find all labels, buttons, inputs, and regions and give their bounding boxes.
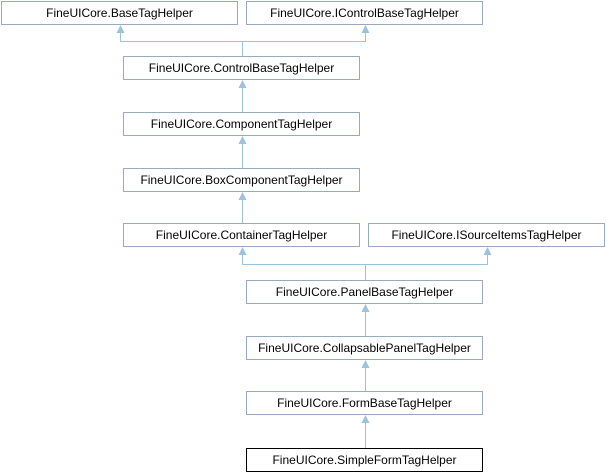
arrowhead-simpleform-0 (361, 415, 370, 423)
node-form-base-tag-helper[interactable]: FineUICore.FormBaseTagHelper (246, 391, 483, 415)
arrowhead-boxcomponent-0 (238, 136, 247, 144)
arrowhead-controlbase-1 (361, 25, 370, 33)
arrowhead-panelbase-0 (238, 247, 247, 255)
edge-panelbase (242, 253, 488, 280)
arrowhead-panelbase-1 (483, 247, 492, 255)
arrowhead-component-0 (238, 80, 247, 88)
node-box-component-tag-helper[interactable]: FineUICore.BoxComponentTagHelper (123, 168, 360, 192)
arrowhead-formbase-0 (361, 360, 370, 368)
arrowhead-container-0 (238, 192, 247, 200)
node-component-tag-helper[interactable]: FineUICore.ComponentTagHelper (123, 112, 360, 136)
node-base-tag-helper[interactable]: FineUICore.BaseTagHelper (1, 1, 238, 25)
node-panel-base-tag-helper[interactable]: FineUICore.PanelBaseTagHelper (246, 280, 483, 304)
arrowhead-controlbase-0 (116, 25, 125, 33)
node-isource-items-tag-helper[interactable]: FineUICore.ISourceItemsTagHelper (368, 223, 605, 247)
edge-controlbase (120, 31, 366, 56)
arrowhead-collapsable-0 (361, 304, 370, 312)
node-collapsable-panel-tag-helper[interactable]: FineUICore.CollapsablePanelTagHelper (246, 336, 483, 360)
node-icontrol-base-tag-helper[interactable]: FineUICore.IControlBaseTagHelper (246, 1, 483, 25)
node-container-tag-helper[interactable]: FineUICore.ContainerTagHelper (123, 223, 360, 247)
node-control-base-tag-helper[interactable]: FineUICore.ControlBaseTagHelper (123, 56, 360, 80)
node-simple-form-tag-helper: FineUICore.SimpleFormTagHelper (246, 448, 483, 472)
